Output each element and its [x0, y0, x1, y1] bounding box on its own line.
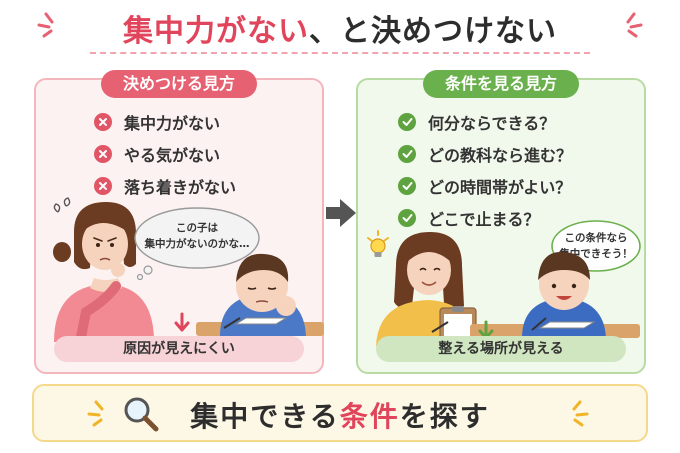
- thought-bubble: [134, 207, 260, 280]
- list-item: どの時間帯がよい？: [398, 170, 572, 202]
- sparkle-icon: [572, 400, 589, 427]
- judging-list: 集中力がない やる気がない 落ち着きがない: [94, 106, 236, 202]
- arrow-right-icon: [326, 199, 356, 227]
- condition-view-panel: 条件を見る見方 何分ならできる？ どの教科なら進む？ どの時間帯がよい？ どこで…: [356, 70, 646, 374]
- sparkle-icon: [37, 12, 54, 38]
- title-part1: 集中力がない: [123, 14, 309, 49]
- judging-view-panel: 決めつける見方 集中力がない やる気がない 落ち着きがない: [34, 70, 324, 374]
- list-item-label: 何分ならできる？: [428, 114, 556, 133]
- title-part2: 、と決めつけない: [309, 14, 557, 49]
- check-icon: [398, 113, 416, 131]
- title-divider: [90, 52, 590, 54]
- list-item: 落ち着きがない: [94, 170, 236, 202]
- happy-child-illustration: [470, 251, 640, 338]
- sparkle-icon: [626, 12, 643, 38]
- list-item-label: どの教科なら進む？: [428, 146, 573, 165]
- page-title: 集中力がない、と決めつけない: [0, 6, 680, 50]
- cross-icon: [94, 113, 112, 131]
- list-item-label: やる気がない: [124, 146, 221, 165]
- check-icon: [398, 145, 416, 163]
- thought-bubble-text: この子は 集中力がないのかな…: [144, 222, 250, 250]
- worried-mother-illustration: [53, 197, 154, 342]
- list-item-label: 落ち着きがない: [124, 178, 237, 197]
- judging-view-heading: 決めつける見方: [100, 70, 258, 98]
- list-item: どの教科なら進む？: [398, 138, 572, 170]
- list-item: どこで止まる？: [398, 202, 572, 234]
- condition-view-heading: 条件を見る見方: [422, 70, 580, 98]
- lightbulb-icon: [367, 230, 389, 257]
- cross-icon: [94, 177, 112, 195]
- list-item-label: 集中力がない: [124, 114, 221, 133]
- condition-view-result: 整える場所が見える: [376, 336, 626, 362]
- list-item: 何分ならできる？: [398, 106, 572, 138]
- list-item-label: どこで止まる？: [428, 210, 540, 229]
- cross-icon: [94, 145, 112, 163]
- judging-view-result: 原因が見えにくい: [54, 336, 304, 362]
- conclusion-text: 集中できる条件を探す: [190, 400, 490, 433]
- list-item-label: どの時間帯がよい？: [428, 178, 572, 197]
- check-icon: [398, 177, 416, 195]
- list-item: 集中力がない: [94, 106, 236, 138]
- bored-child-illustration: [196, 253, 324, 336]
- conclusion-highlight: 条件: [339, 400, 400, 433]
- condition-list: 何分ならできる？ どの教科なら進む？ どの時間帯がよい？ どこで止まる？: [398, 106, 572, 234]
- conclusion-banner: 集中できる条件を探す: [32, 384, 648, 442]
- check-icon: [398, 209, 416, 227]
- list-item: やる気がない: [94, 138, 236, 170]
- arrow-down-icon: [174, 312, 190, 332]
- sparkle-icon: [87, 400, 104, 427]
- magnifier-icon: [124, 397, 159, 432]
